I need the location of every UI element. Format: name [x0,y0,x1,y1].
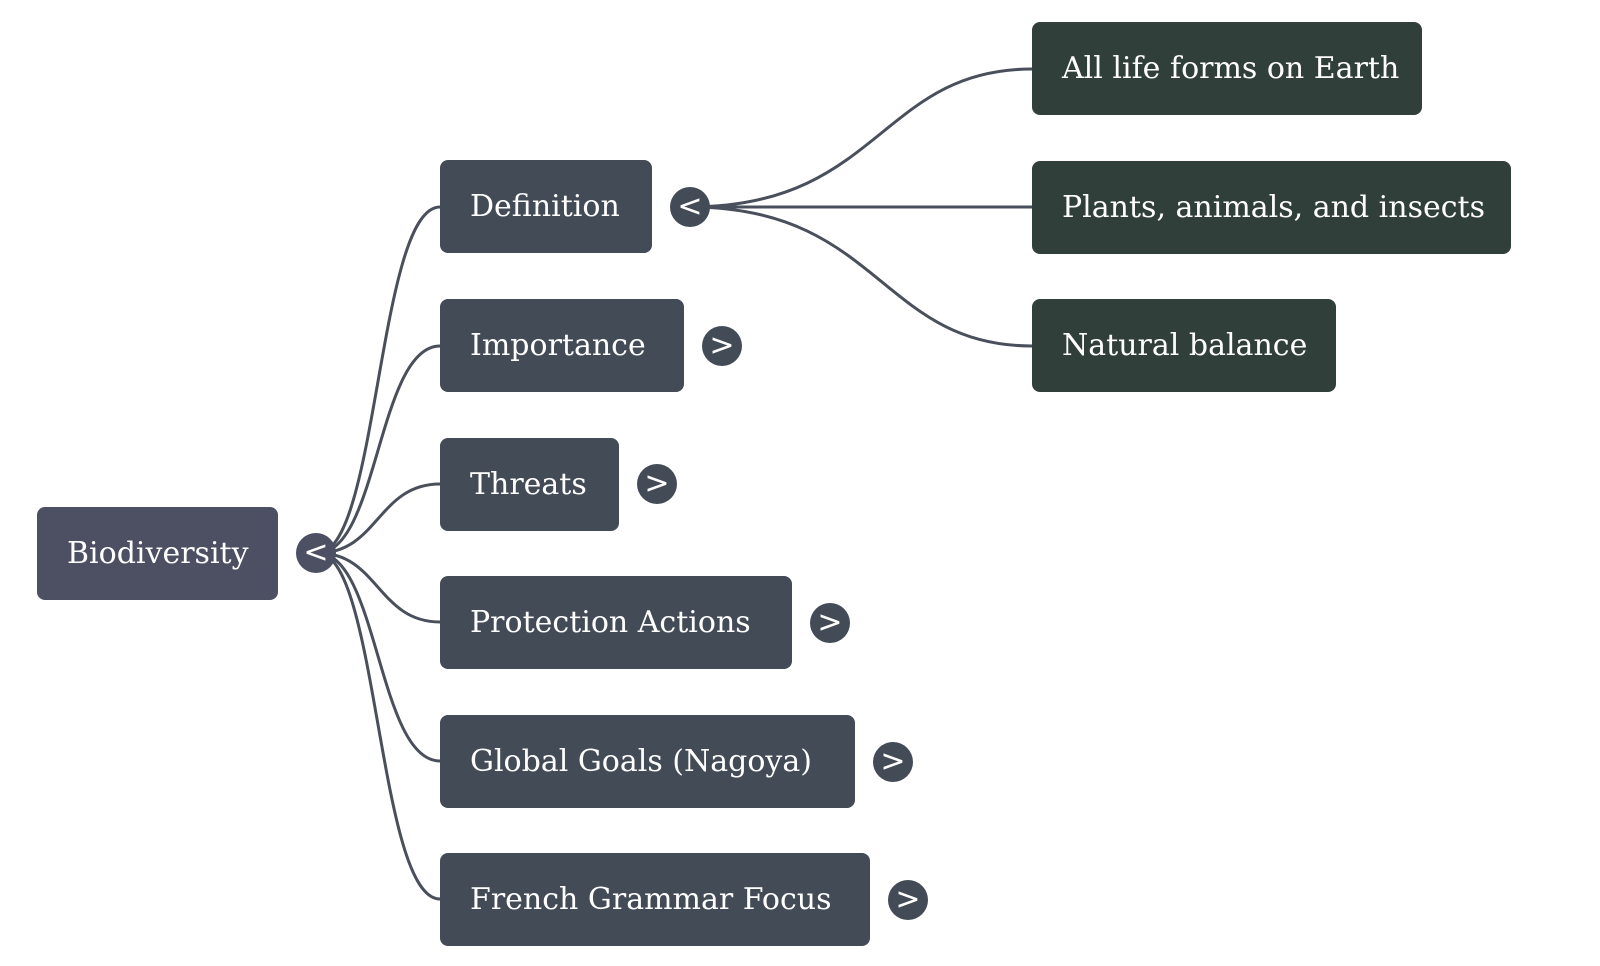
node-label: Plants, animals, and insects [1062,190,1485,225]
link-root-global-goals [317,551,441,763]
expand-toggle-threats[interactable]: > [637,464,677,504]
link-definition-all-life [689,67,1033,209]
node-plants-animals-insects[interactable]: Plants, animals, and insects [1032,161,1511,254]
node-global-goals[interactable]: Global Goals (Nagoya) [440,715,855,808]
link-root-importance [317,344,441,555]
collapse-toggle-definition[interactable]: < [670,187,710,227]
node-label: Importance [470,328,646,363]
node-threats[interactable]: Threats [440,438,619,531]
link-root-definition [317,205,441,555]
link-definition-natural-balance [689,205,1033,348]
node-natural-balance[interactable]: Natural balance [1032,299,1336,392]
node-protection-actions[interactable]: Protection Actions [440,576,792,669]
node-label: All life forms on Earth [1062,51,1400,86]
node-biodiversity[interactable]: Biodiversity [37,507,278,600]
node-label: Natural balance [1062,328,1308,363]
link-root-protection [317,551,441,624]
expand-toggle-importance[interactable]: > [702,326,742,366]
node-label: Threats [470,467,587,502]
expand-toggle-french-grammar-focus[interactable]: > [888,880,928,920]
expand-toggle-protection-actions[interactable]: > [810,603,850,643]
node-label: Global Goals (Nagoya) [470,744,812,779]
link-root-french-grammar [317,551,441,901]
collapse-toggle-biodiversity[interactable]: < [296,533,336,573]
node-french-grammar-focus[interactable]: French Grammar Focus [440,853,870,946]
node-label: Biodiversity [67,536,249,571]
node-label: Definition [470,189,620,224]
link-root-threats [317,482,441,555]
node-label: Protection Actions [470,605,751,640]
expand-toggle-global-goals[interactable]: > [873,742,913,782]
node-all-life-forms[interactable]: All life forms on Earth [1032,22,1422,115]
node-label: French Grammar Focus [470,882,832,917]
node-definition[interactable]: Definition [440,160,652,253]
node-importance[interactable]: Importance [440,299,684,392]
